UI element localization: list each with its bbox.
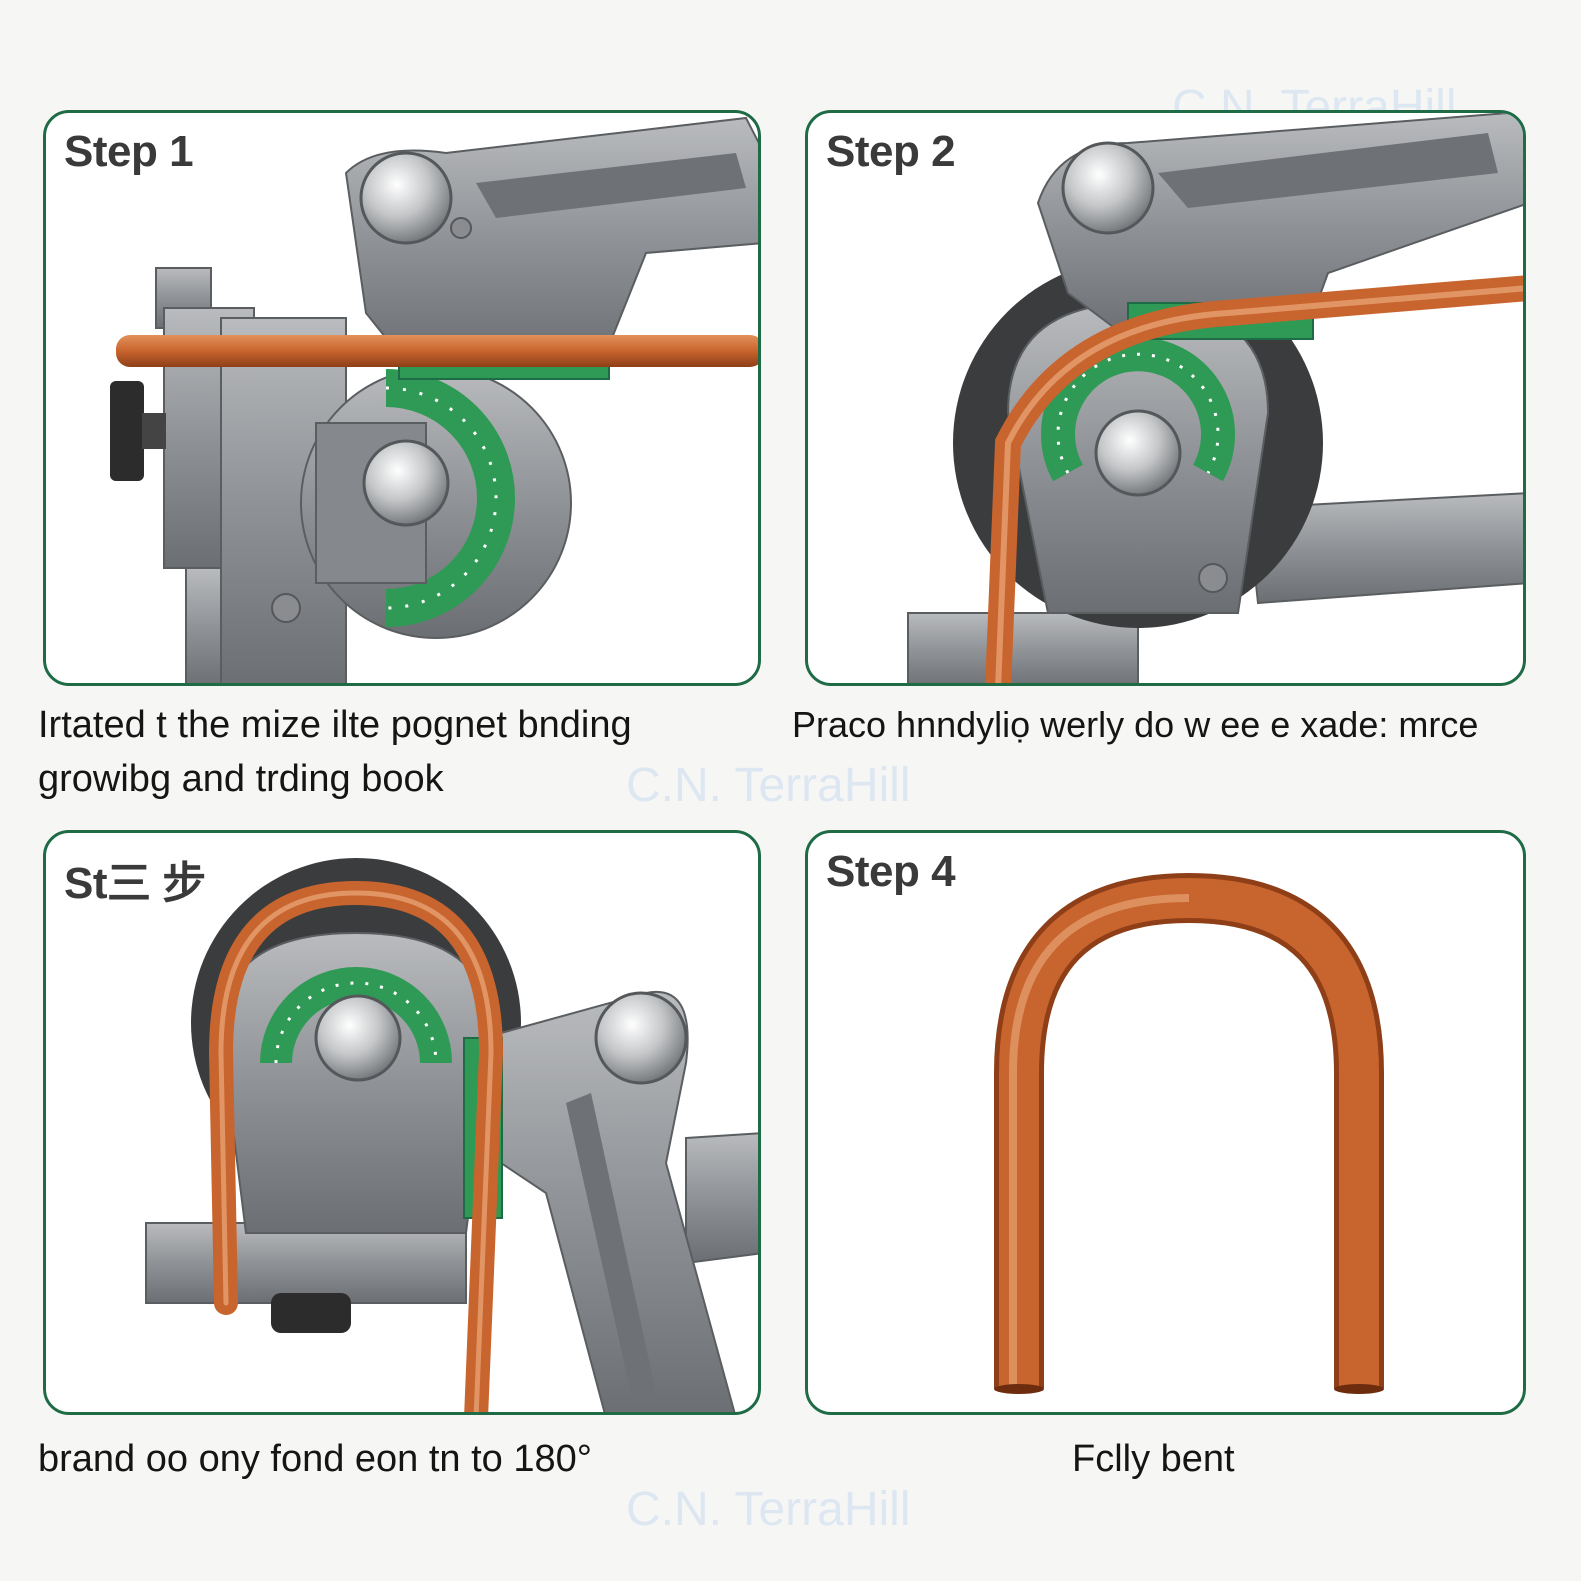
step-4-caption: Fclly bent [1072, 1438, 1235, 1480]
step-3-label: St三 步 [64, 859, 206, 908]
step-2-label: Step 2 [826, 127, 956, 176]
step-2-caption-line-1: Praco hnndyliọ werly do ᴡ ee e xade: mrc… [792, 704, 1479, 745]
copper-tube-icon [994, 872, 1384, 1394]
step-3-panel: St三 步 [43, 830, 761, 1415]
watermark-bottom: C.N. TerraHill [626, 1483, 911, 1536]
tube-bender-icon [110, 116, 758, 683]
step-4-label: Step 4 [826, 847, 956, 896]
step-1-panel: Step 1 [43, 110, 761, 686]
tube-bender-icon [907, 113, 1523, 683]
step-1-label: Step 1 [64, 127, 194, 176]
step-1-caption-line-1: Irtated t the mize ilte pognet bnding [38, 704, 632, 746]
step-1-caption-line-2: growibg and trding book [38, 758, 444, 800]
step-3-caption: brand oo ony fond eon tn to 180° [38, 1438, 592, 1480]
tube-bender-icon [145, 858, 758, 1412]
step-2-panel: Step 2 [805, 110, 1526, 686]
step-4-panel: Step 4 [805, 830, 1526, 1415]
watermark-middle: C.N. TerraHill [626, 759, 911, 812]
